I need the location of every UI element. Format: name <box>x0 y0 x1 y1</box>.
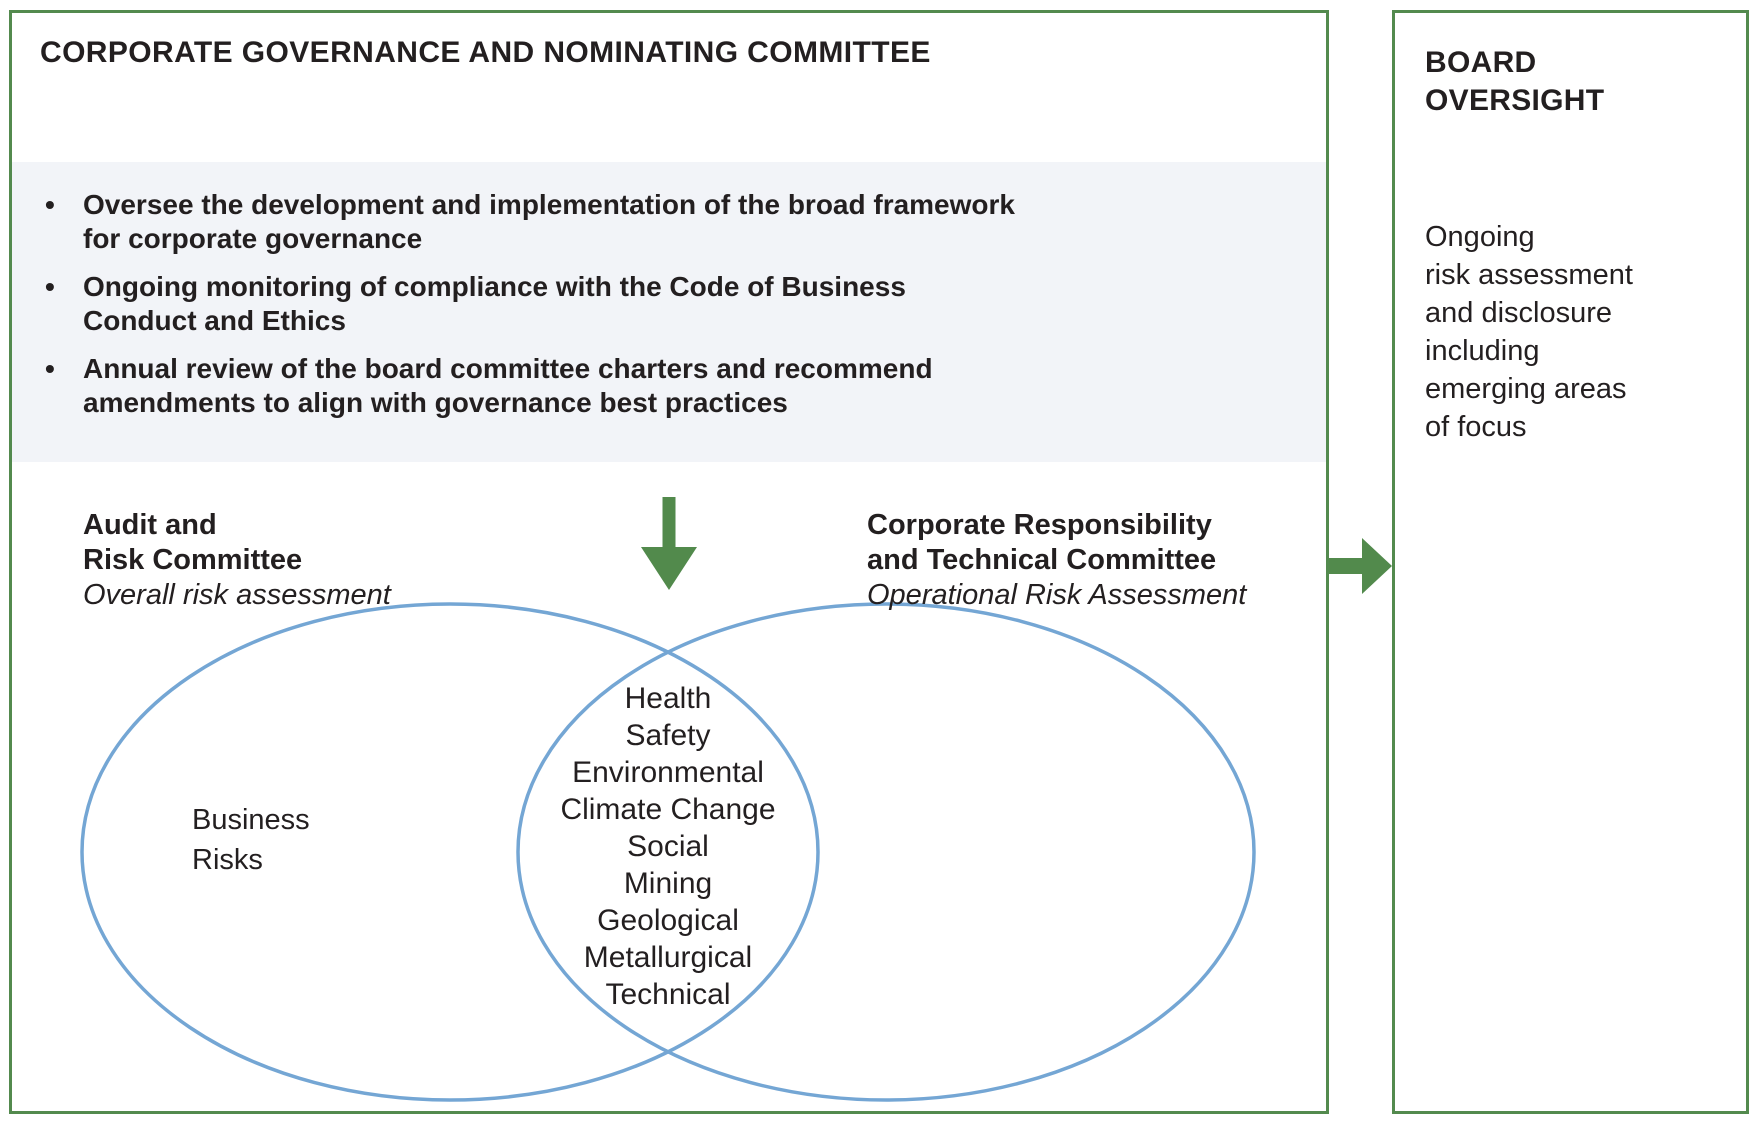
business-risks-label: Business Risks <box>192 804 310 876</box>
board-oversight-box: BOARD OVERSIGHT Ongoing risk assessment … <box>1392 10 1749 1114</box>
shared-risk-item: Environmental <box>572 756 764 789</box>
shared-risk-item: Social <box>627 830 709 863</box>
shared-risk-item: Mining <box>623 867 713 900</box>
committee-name: Audit and Risk Committee <box>83 509 303 576</box>
shared-risk-item: Health <box>624 682 712 715</box>
shared-risk-item: Safety <box>625 719 711 752</box>
down-arrow-icon <box>641 497 697 590</box>
audit-risk-committee-label: Audit and Risk Committee Overall risk as… <box>83 508 391 613</box>
corporate-governance-committee-box: CORPORATE GOVERNANCE AND NOMINATING COMM… <box>9 10 1329 1114</box>
responsibility-item: Ongoing monitoring of compliance with th… <box>12 270 1326 338</box>
side-box-title: BOARD OVERSIGHT <box>1425 46 1605 117</box>
side-box-body: Ongoing risk assessment and disclosure i… <box>1425 221 1633 443</box>
main-box-title: CORPORATE GOVERNANCE AND NOMINATING COMM… <box>40 36 931 69</box>
shared-risk-item: Metallurgical <box>583 941 753 974</box>
corporate-responsibility-committee-label: Corporate Responsibility and Technical C… <box>867 508 1246 613</box>
responsibility-item: Annual review of the board committee cha… <box>12 352 1326 420</box>
responsibilities-list: Oversee the development and implementati… <box>12 162 1326 462</box>
shared-risk-item: Climate Change <box>560 793 776 826</box>
right-arrow-icon <box>1329 538 1392 594</box>
committee-subtitle: Overall risk assessment <box>83 579 391 611</box>
committee-subtitle: Operational Risk Assessment <box>867 579 1247 611</box>
committee-name: Corporate Responsibility and Technical C… <box>867 509 1217 576</box>
shared-risk-item: Technical <box>605 978 731 1011</box>
shared-risk-item: Geological <box>597 904 739 937</box>
responsibility-item: Oversee the development and implementati… <box>12 188 1326 256</box>
